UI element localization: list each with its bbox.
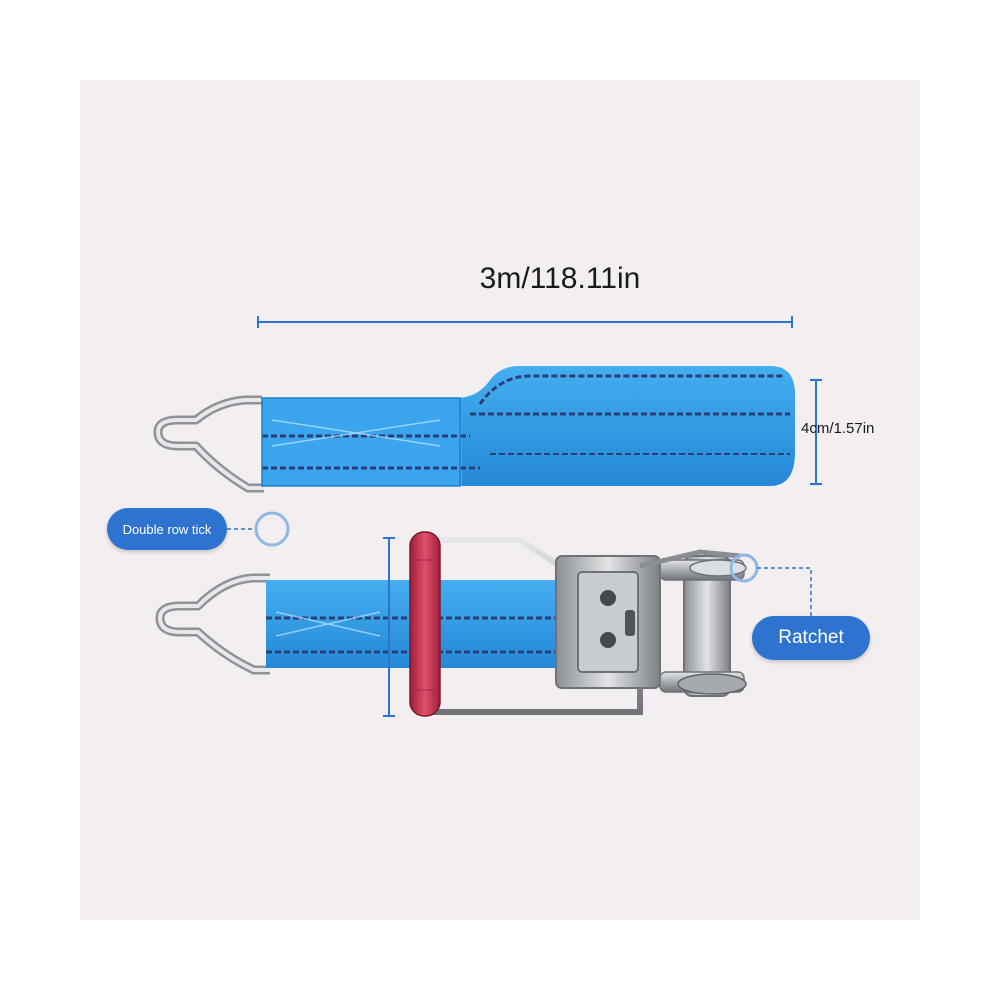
width-dimension-label: 4cm/1.57in — [801, 420, 875, 437]
length-dimension-label: 3m/118.11in — [479, 262, 641, 295]
red-handle-grip — [409, 531, 441, 717]
lower-double-j-hook-icon — [155, 573, 270, 675]
width-dimension-line — [810, 379, 822, 485]
ratchet-mechanism — [420, 537, 747, 715]
upper-double-j-hook-icon — [153, 395, 264, 493]
product-image-panel — [80, 80, 920, 920]
strap-width-marker — [383, 537, 395, 717]
double-row-tick-callout-ring — [227, 511, 290, 547]
ratchet-badge: Ratchet — [752, 616, 870, 660]
lower-strap — [155, 537, 576, 717]
upper-strap — [153, 366, 795, 493]
ratchet-callout-ring — [729, 553, 812, 616]
length-dimension-line — [257, 316, 793, 328]
double-row-tick-badge: Double row tick — [107, 508, 227, 550]
